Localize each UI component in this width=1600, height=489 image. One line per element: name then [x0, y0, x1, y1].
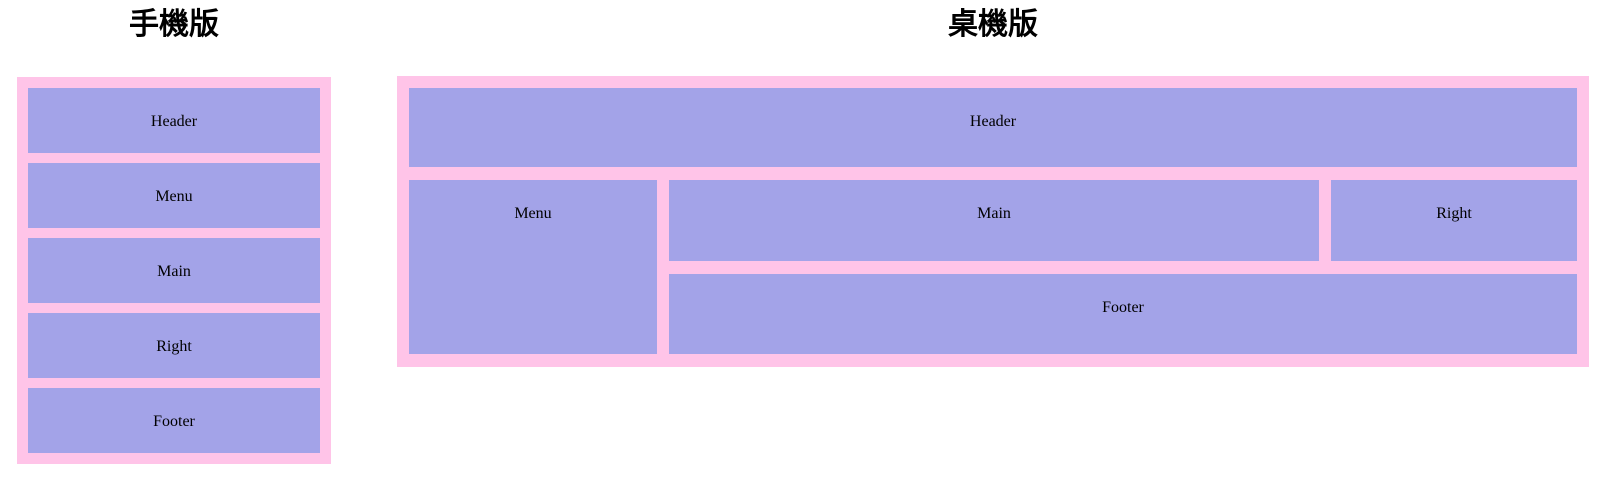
desktop-section-title: 桌機版 [948, 8, 1038, 41]
desktop-box-right: Right [1331, 180, 1577, 261]
mobile-box-main: Main [28, 238, 320, 303]
desktop-box-menu: Menu [409, 180, 657, 354]
desktop-box-header: Header [409, 88, 1577, 167]
desktop-box-main: Main [669, 180, 1319, 261]
mobile-box-header: Header [28, 88, 320, 153]
mobile-section-title: 手機版 [129, 8, 219, 41]
mobile-box-footer: Footer [28, 388, 320, 453]
mobile-layout-container: Header Menu Main Right Footer [17, 77, 331, 464]
mobile-box-menu: Menu [28, 163, 320, 228]
desktop-layout-container: Header Menu Main Right Footer [397, 76, 1589, 367]
mobile-box-right: Right [28, 313, 320, 378]
desktop-box-footer: Footer [669, 274, 1577, 354]
